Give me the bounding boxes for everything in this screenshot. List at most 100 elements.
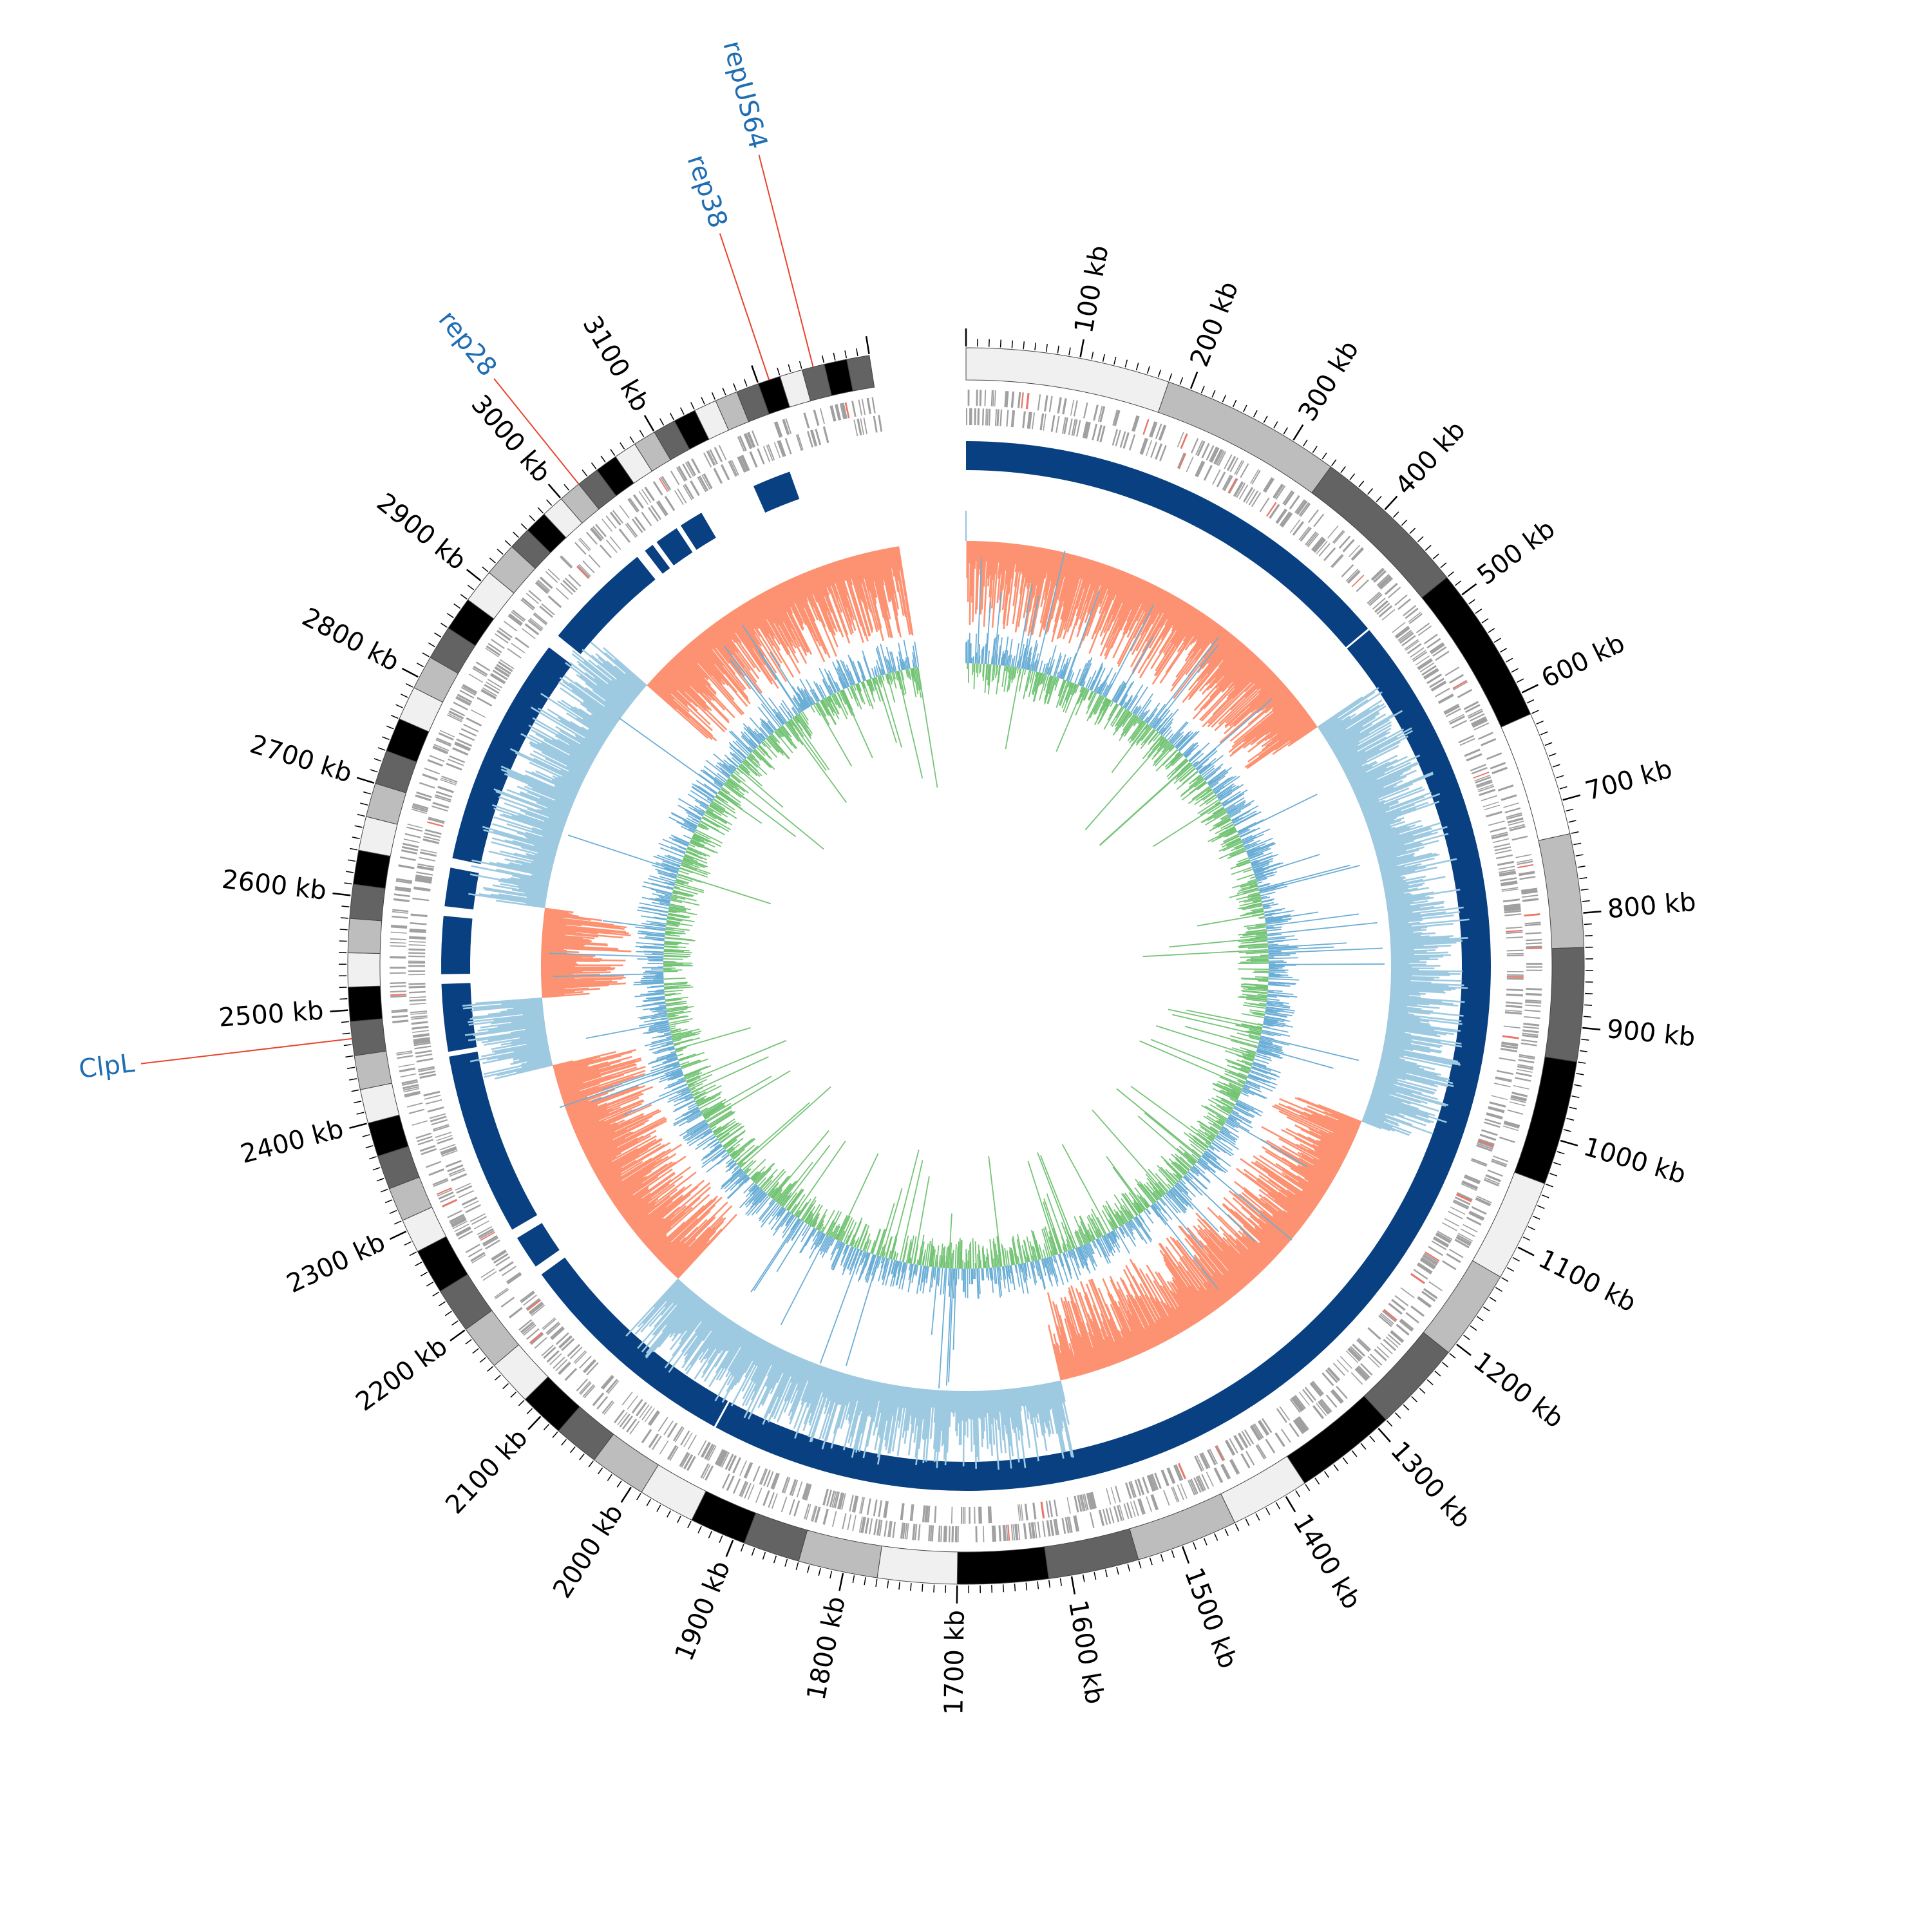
gene-feature (1133, 1500, 1139, 1517)
gc-skew-bar (1336, 727, 1392, 760)
gene-feature (1390, 1331, 1403, 1343)
tick-label: 2100 kb (440, 1423, 533, 1520)
gene-feature (1431, 682, 1447, 692)
gene-feature (1282, 513, 1293, 528)
gc-skew-bar (848, 557, 862, 600)
gene-feature (603, 1401, 615, 1415)
gc-content-bar (1247, 852, 1255, 856)
gc-content-bar (1264, 1016, 1291, 1022)
gene-feature (417, 1139, 434, 1146)
gc-skew-bar (1102, 1321, 1120, 1363)
gc-skew-bar (1323, 1111, 1360, 1128)
gene-feature (1396, 627, 1410, 639)
gc-skew-bar (754, 1345, 775, 1384)
gc-skew-bar (744, 1345, 777, 1406)
gc-content-bar (1144, 729, 1156, 744)
gc-skew-bar (544, 757, 585, 779)
gc-content-bar (1008, 667, 1013, 690)
gc-skew-bar (649, 681, 690, 719)
gc-skew-bar (531, 827, 562, 838)
gene-feature (1348, 545, 1361, 558)
gene-feature (1428, 1281, 1443, 1291)
gc-skew-bar (1335, 724, 1392, 757)
gc-skew-bar (530, 744, 588, 775)
gene-feature (752, 1466, 761, 1482)
gc-skew-bar (1121, 575, 1135, 603)
gc-skew-bar (1007, 1388, 1012, 1418)
gc-content-bar (1193, 775, 1202, 782)
gene-feature (1146, 1496, 1152, 1512)
gene-feature (1206, 445, 1215, 460)
gene-feature (1486, 1112, 1503, 1119)
gene-feature (489, 674, 506, 685)
tick-mark (518, 1399, 525, 1406)
gc-content-bar (1240, 1066, 1251, 1072)
gc-content-bar (1244, 898, 1262, 903)
gene-feature (744, 1482, 752, 1499)
gc-skew-bar (1365, 1108, 1434, 1135)
gc-skew-bar (1282, 1145, 1336, 1177)
gc-content-bar (987, 664, 990, 685)
gene-feature (451, 1218, 467, 1228)
gc-content-bar (1124, 715, 1137, 734)
gene-feature (1525, 999, 1542, 1002)
tick-mark (570, 1446, 576, 1454)
blast-block (441, 916, 473, 974)
gc-skew-bar (1390, 981, 1464, 987)
gc-content-bar (1251, 1066, 1278, 1076)
gc-content-bar (1226, 800, 1246, 813)
gene-feature (829, 405, 835, 422)
gc-skew-bar (822, 1369, 833, 1398)
gc-content-bar (1115, 706, 1123, 719)
gc-content-bar (1188, 787, 1211, 804)
gc-skew-bar (1385, 1036, 1443, 1047)
gene-feature (1150, 1474, 1157, 1491)
gene-feature (1352, 1343, 1366, 1357)
gene-feature (1510, 1096, 1527, 1102)
gene-feature (1233, 481, 1244, 497)
gene-feature (393, 893, 410, 898)
gc-skew-bar (808, 570, 836, 636)
gc-skew-bar (498, 880, 548, 891)
gene-feature (478, 1228, 494, 1238)
gene-feature (714, 446, 723, 462)
gc-skew-bar (821, 1373, 846, 1450)
gc-skew-bar (1172, 1292, 1195, 1325)
gc-skew-bar (868, 552, 891, 638)
gc-skew-bar (987, 1390, 991, 1444)
gene-feature (486, 645, 501, 656)
gc-content-bar (1099, 667, 1113, 695)
gc-skew-bar (718, 1331, 750, 1381)
gc-content-bar (985, 664, 989, 680)
gc-content-bar (1247, 852, 1257, 857)
gene-feature (1112, 429, 1119, 446)
gc-skew-bar (681, 1312, 722, 1368)
gc-skew-bar (1059, 1352, 1068, 1379)
gc-skew-bar (1125, 582, 1151, 634)
gc-skew-bar (1380, 863, 1422, 875)
gc-content-bar (1268, 975, 1280, 978)
gene-feature (526, 1328, 540, 1340)
gc-skew-bar (757, 594, 775, 624)
gc-content-bar (1085, 676, 1092, 688)
gc-skew-bar (1390, 976, 1434, 980)
gc-skew-bar (1265, 690, 1291, 714)
gene-feature (407, 823, 423, 829)
tick-mark (351, 1089, 359, 1092)
gene-feature (1056, 415, 1060, 433)
gc-skew-bar (634, 1206, 667, 1233)
tick-mark (1394, 1412, 1401, 1419)
gc-skew-bar (1100, 1312, 1121, 1363)
gc-skew-bar (1297, 1164, 1331, 1186)
gc-skew-bar (1378, 1068, 1448, 1088)
gc-skew-bar (595, 1142, 653, 1176)
gene-feature (437, 1189, 453, 1197)
gene-feature (1519, 871, 1535, 876)
gene-feature (491, 1250, 507, 1261)
gc-content-bar (1180, 777, 1204, 797)
gene-feature (1506, 949, 1524, 952)
gene-feature (1521, 1039, 1538, 1043)
gc-skew-bar (628, 1204, 656, 1226)
tick-mark (865, 336, 870, 355)
gc-skew-bar (578, 1122, 616, 1141)
